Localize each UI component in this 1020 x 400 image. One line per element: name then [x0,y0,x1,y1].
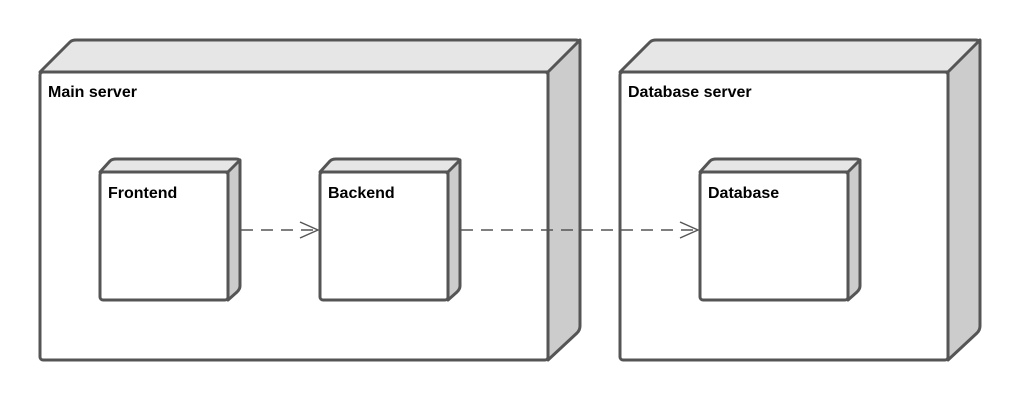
main-server-node-top [38,38,582,74]
frontend-component[interactable]: Frontend [98,157,242,302]
backend-component-face [318,170,450,302]
backend-component-side [446,158,462,302]
database-server-node-side [946,38,982,362]
database-label: Database [708,185,779,202]
backend-label: Backend [328,185,395,202]
frontend-component-side [226,158,242,302]
database-component-top [698,157,862,174]
database-component-side [846,158,862,302]
database-component-face [698,170,850,302]
connector-frontend-to-backend[interactable] [241,221,319,239]
connector-backend-to-database[interactable] [461,221,699,239]
database-server-node-top [618,38,982,74]
database-component[interactable]: Database [698,157,862,302]
arrowhead-icon [299,221,319,239]
frontend-label: Frontend [108,185,177,202]
arrowhead-icon [679,221,699,239]
main-server-node-side [546,38,582,362]
frontend-component-top [98,157,242,174]
database-server-label: Database server [628,84,752,101]
backend-component[interactable]: Backend [318,157,462,302]
frontend-component-face [98,170,230,302]
main-server-label: Main server [48,84,137,101]
backend-component-top [318,157,462,174]
